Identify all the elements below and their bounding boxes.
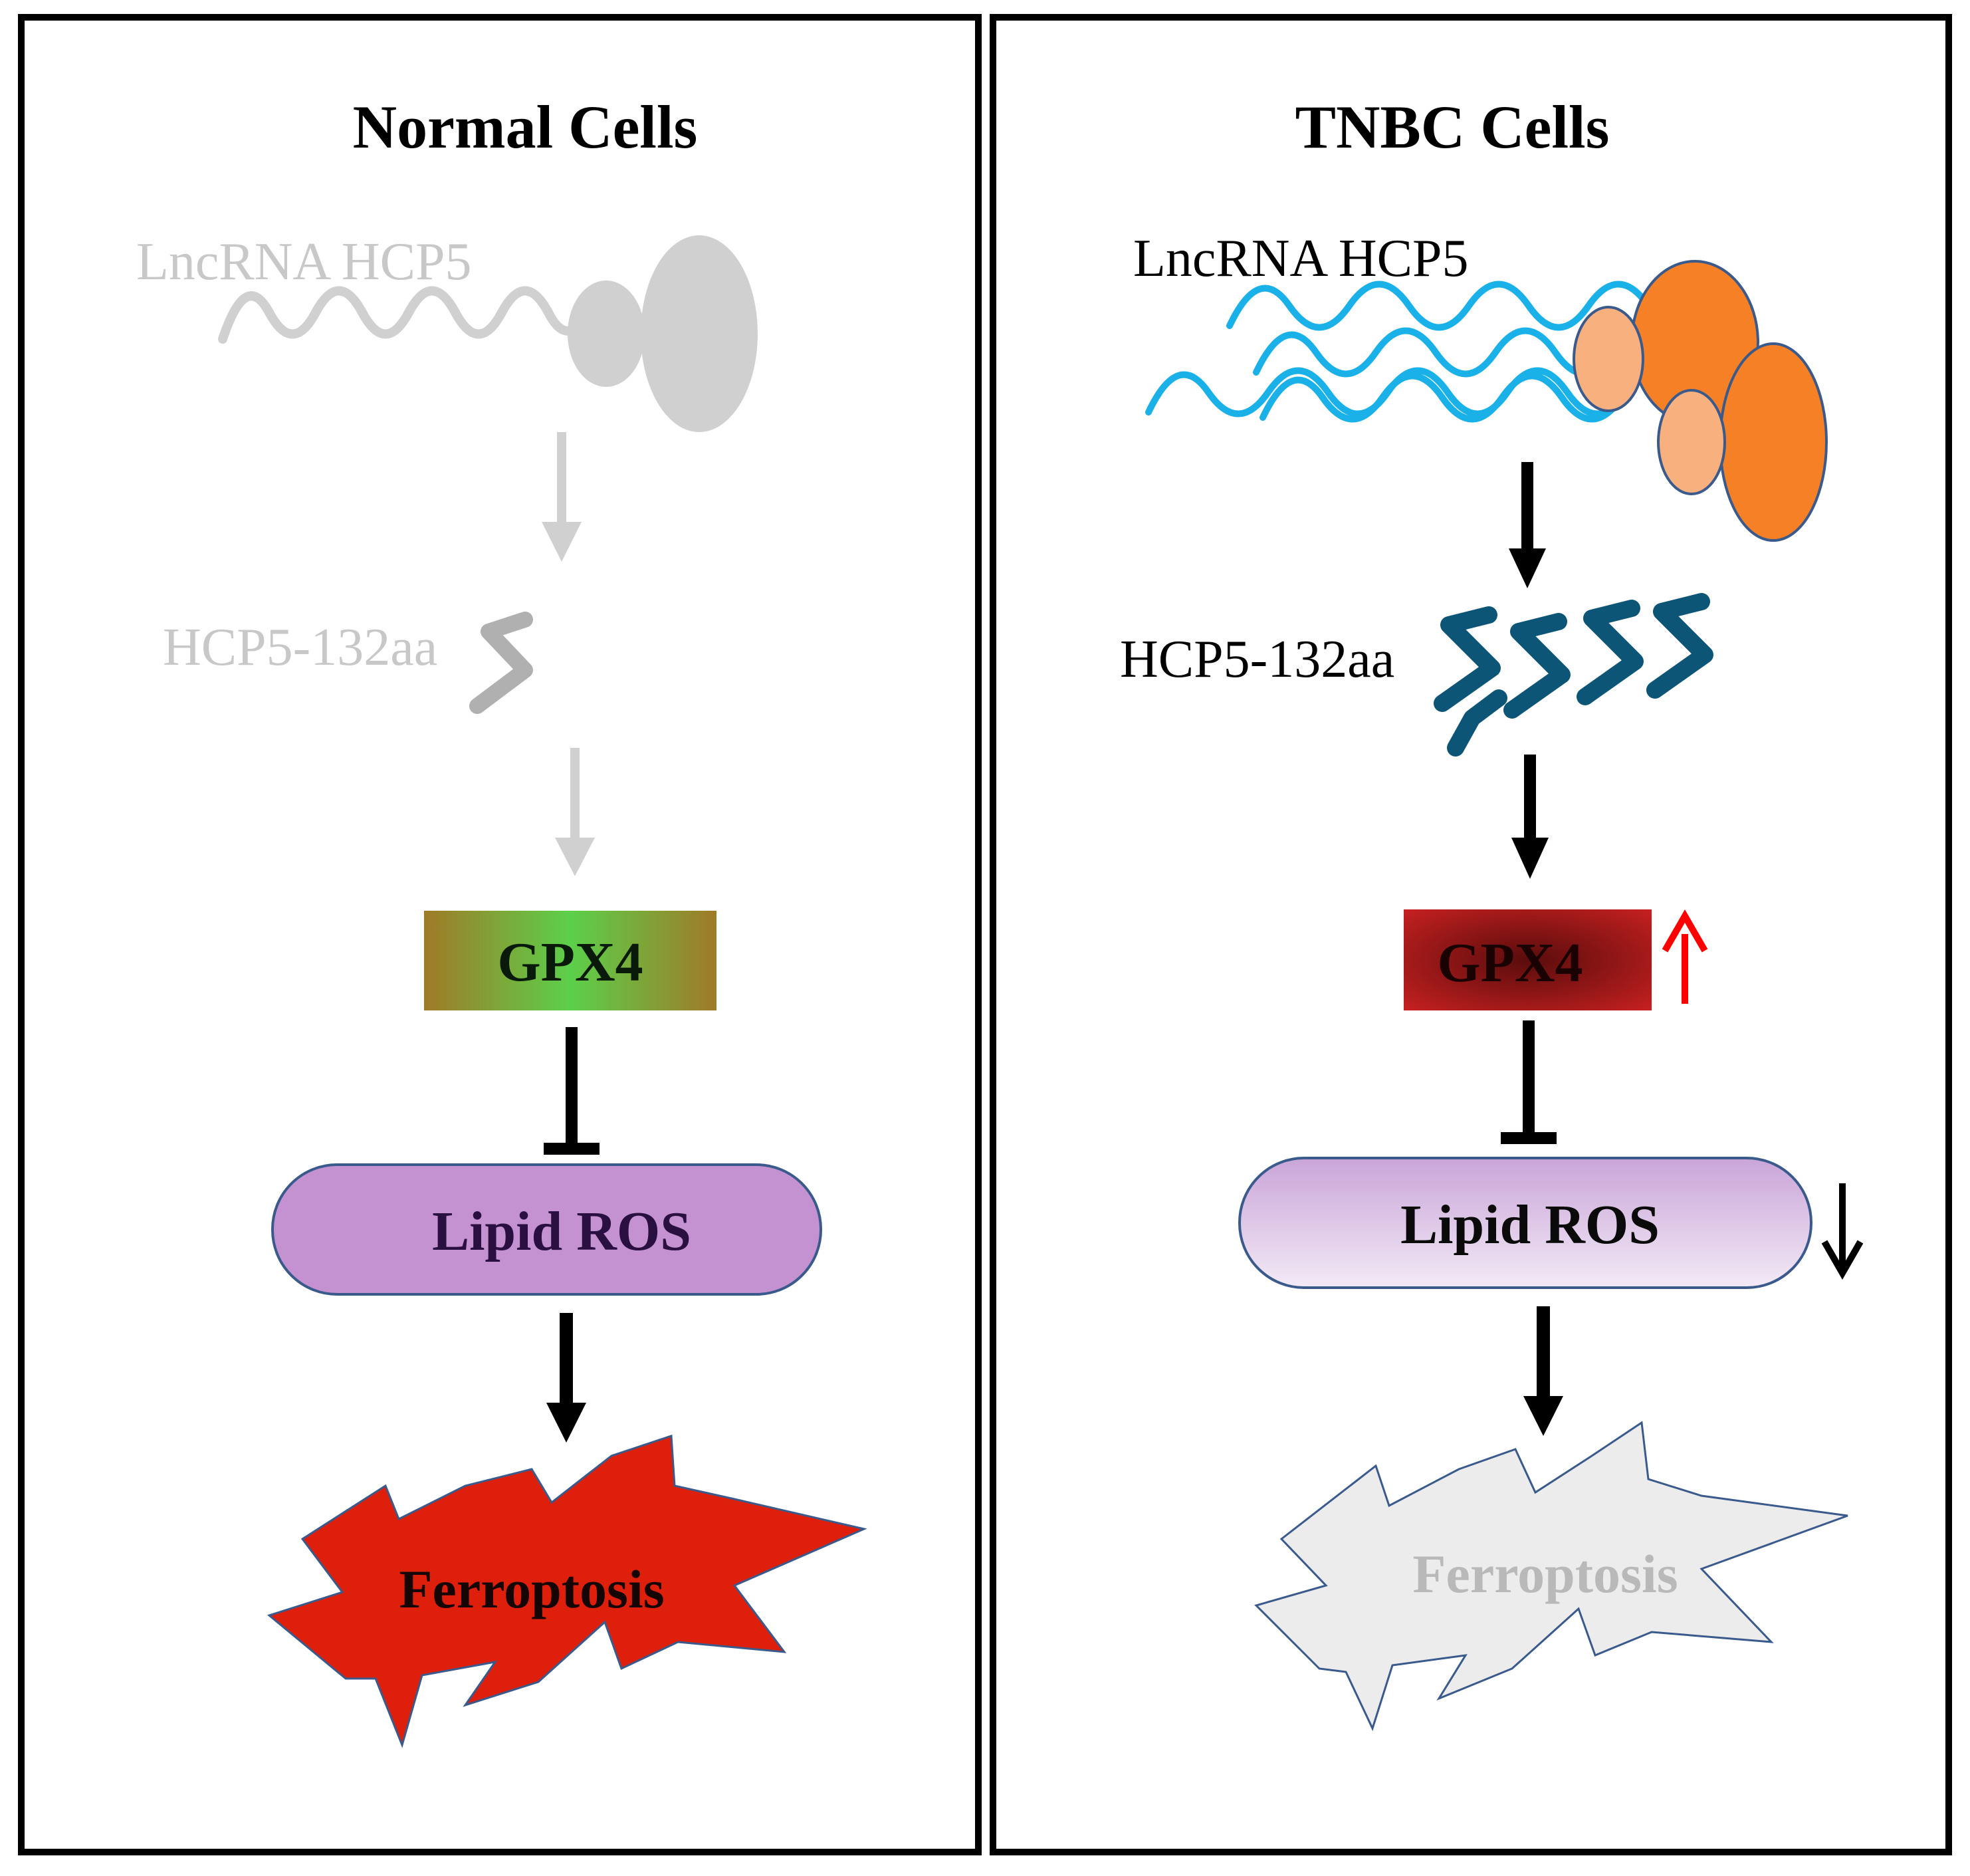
tnbc-gpx4-up-arrow-icon — [1662, 909, 1708, 1004]
tnbc-ribosome-small-1 — [1573, 306, 1644, 412]
tnbc-arrow-3 — [1523, 1306, 1563, 1436]
normal-arrow-3 — [546, 1313, 586, 1443]
normal-ribosome-large-subunit — [641, 235, 758, 432]
tnbc-peptide-squiggles — [1434, 593, 1713, 757]
normal-panel-title: Normal Cells — [353, 93, 698, 161]
normal-arrow-1 — [542, 432, 582, 562]
tnbc-ribosome-small-2 — [1657, 389, 1726, 495]
tnbc-lncrna-label: LncRNA HCP5 — [1133, 229, 1469, 288]
tnbc-ribosomes — [1573, 260, 1828, 542]
tnbc-gpx4-label: GPX4 — [1437, 932, 1583, 994]
normal-lipid-ros-label: Lipid ROS — [432, 1201, 691, 1262]
normal-inhibition-arrow — [544, 1027, 600, 1155]
normal-lipid-ros-pill: Lipid ROS — [271, 1163, 822, 1296]
tnbc-panel-border — [990, 14, 1952, 1855]
tnbc-lipid-ros-label: Lipid ROS — [1400, 1194, 1660, 1256]
tnbc-ferroptosis-label: Ferroptosis — [1412, 1544, 1678, 1604]
tnbc-panel: TNBC Cells LncRNA HCP5 HCP5-132aa — [1120, 93, 1864, 1732]
normal-gpx4-box: GPX4 — [424, 911, 716, 1010]
normal-peptide-squiggle — [469, 612, 533, 714]
normal-panel: Normal Cells LncRNA HCP5 HCP5-132aa GPX4… — [136, 93, 867, 1748]
tnbc-lipid-down-arrow-icon — [1821, 1183, 1864, 1280]
normal-ribosome-small-subunit — [568, 281, 645, 387]
tnbc-gpx4-box: GPX4 — [1404, 909, 1652, 1010]
tnbc-arrow-2 — [1511, 755, 1549, 879]
tnbc-ferroptosis-burst: Ferroptosis — [1254, 1421, 1848, 1732]
tnbc-inhibition-arrow — [1501, 1020, 1557, 1144]
normal-panel-border — [18, 14, 982, 1855]
tnbc-arrow-1 — [1509, 462, 1546, 588]
tnbc-panel-title: TNBC Cells — [1295, 93, 1610, 161]
normal-rna-strand — [218, 286, 590, 344]
normal-lncrna-label: LncRNA HCP5 — [136, 233, 472, 291]
normal-ferroptosis-burst: Ferroptosis — [267, 1434, 867, 1748]
normal-peptide-label: HCP5-132aa — [163, 618, 437, 677]
tnbc-ribosome-large-2 — [1719, 342, 1828, 542]
normal-gpx4-label: GPX4 — [497, 931, 643, 993]
normal-arrow-2 — [555, 748, 595, 876]
tnbc-peptide-label: HCP5-132aa — [1120, 630, 1394, 689]
normal-ferroptosis-label: Ferroptosis — [399, 1559, 664, 1619]
tnbc-lipid-ros-pill: Lipid ROS — [1238, 1157, 1812, 1289]
